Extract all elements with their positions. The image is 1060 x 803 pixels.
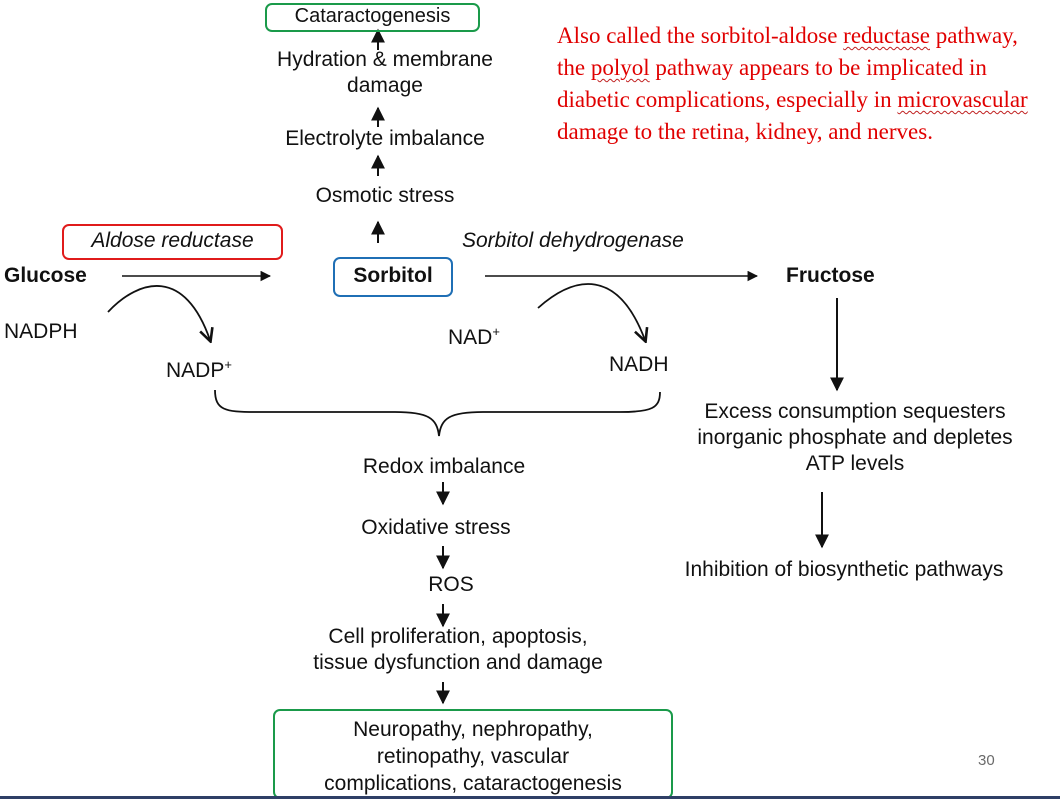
polyol-pathway-note: Also called the sorbitol-aldose reductas…: [557, 23, 1028, 144]
complications-outcomes-label: Neuropathy, nephropathy, retinopathy, va…: [324, 718, 622, 795]
atp-depletion-label: Excess consumption sequesters inorganic …: [697, 400, 1013, 475]
aldose-reductase-highlight-box: [62, 224, 283, 260]
biosynthetic-inhibition-label: Inhibition of biosynthetic pathways: [684, 558, 1004, 581]
sorbitol-label: Sorbitol: [353, 264, 433, 287]
note-underlined-word: reductase: [843, 23, 930, 48]
slide-footer-rule: [0, 796, 1060, 799]
redox-imbalance-label: Redox imbalance: [362, 455, 526, 478]
cell-dysfunction-label: Cell proliferation, apoptosis, tissue dy…: [313, 625, 603, 674]
note-underlined-word: microvascular: [897, 87, 1028, 112]
nad-plus-label: NAD+: [448, 324, 500, 349]
note-underlined-word: polyol: [590, 55, 650, 80]
electrolyte-imbalance-label: Electrolyte imbalance: [285, 127, 485, 150]
osmotic-stress-label: Osmotic stress: [315, 184, 455, 207]
aldose-reductase-label: Aldose reductase: [91, 229, 254, 252]
sorbitol-dehydrogenase-label: Sorbitol dehydrogenase: [462, 229, 684, 252]
sorbitol-highlight-box: [333, 257, 453, 297]
nadph-label: NADPH: [4, 320, 78, 343]
oxidative-stress-label: Oxidative stress: [361, 516, 511, 539]
arrow-nadph-to-nadp: [107, 285, 210, 340]
hydration-damage-label: Hydration & membrane damage: [277, 48, 493, 97]
nadh-label: NADH: [609, 353, 669, 376]
nadp-plus-label: NADP+: [166, 357, 232, 382]
cataractogenesis-label: Cataractogenesis: [294, 5, 451, 27]
slide-page-number: 30: [978, 752, 995, 769]
glucose-label: Glucose: [4, 264, 87, 287]
fructose-label: Fructose: [786, 264, 875, 287]
arrow-nad-to-nadh: [537, 283, 645, 340]
brace-cofactors: [214, 389, 661, 437]
ros-label: ROS: [428, 573, 474, 596]
cataract-highlight-box: [265, 3, 480, 32]
